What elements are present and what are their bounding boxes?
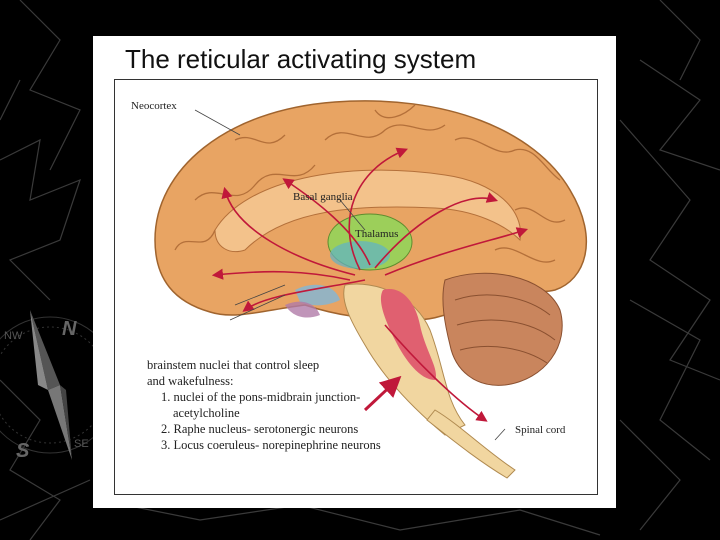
- spinal-cord-shape: [426, 409, 516, 479]
- caption-intro-line2: and wakefulness:: [147, 374, 234, 388]
- compass-north-label: N: [62, 318, 77, 340]
- caption-intro-line1: brainstem nuclei that control sleep: [147, 358, 320, 372]
- compass-northwest-label: NW: [4, 330, 23, 342]
- basal-ganglia-label: Basal ganglia: [293, 191, 353, 203]
- slide: The reticular activating system: [93, 36, 616, 508]
- thalamus-label: Thalamus: [355, 228, 399, 240]
- caption-item-2: 2. Raphe nucleus- serotonergic neurons: [161, 422, 359, 436]
- slide-title: The reticular activating system: [125, 44, 477, 74]
- caption-item-1-line1: 1. nuclei of the pons-midbrain junction-: [161, 390, 361, 404]
- compass-southeast-label: SE: [74, 438, 89, 450]
- neocortex-label: Neocortex: [131, 100, 177, 112]
- brainstem-nucleus-shape: [380, 289, 437, 380]
- compass-icon: N S NW SE: [0, 290, 119, 480]
- caption-item-1-line2: acetylcholine: [173, 406, 240, 420]
- brain-illustration: [154, 100, 587, 479]
- compass-south-label: S: [16, 440, 30, 462]
- caption-item-3: 3. Locus coeruleus- norepinephrine neuro…: [161, 438, 381, 452]
- corpus-callosum-shape: [214, 169, 522, 253]
- caption: brainstem nuclei that control sleep and …: [147, 357, 381, 453]
- spinal-cord-label: Spinal cord: [515, 424, 566, 436]
- brain-figure: Neocortex Basal ganglia Thalamus Spinal …: [114, 79, 598, 495]
- cerebellum-shape: [442, 272, 563, 386]
